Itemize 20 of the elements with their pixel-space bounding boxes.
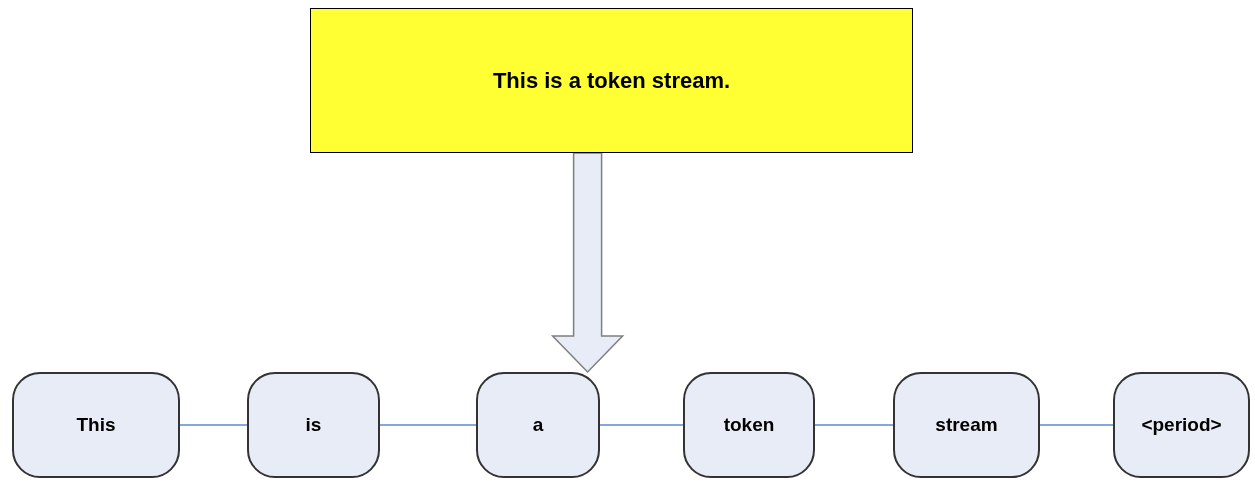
connector-line bbox=[1039, 424, 1114, 426]
node-text: is bbox=[305, 412, 322, 437]
node-text: This bbox=[76, 412, 116, 437]
node-text: This is a token stream. bbox=[492, 67, 731, 95]
connector-line bbox=[179, 424, 248, 426]
node-text: stream bbox=[935, 412, 998, 437]
token-box bbox=[247, 372, 380, 478]
connector-line bbox=[599, 424, 684, 426]
node-text: <period> bbox=[1141, 412, 1222, 437]
connector-line bbox=[814, 424, 894, 426]
token-box bbox=[12, 372, 180, 478]
connector-line bbox=[379, 424, 477, 426]
sentence-box bbox=[310, 8, 913, 153]
token-box bbox=[1113, 372, 1250, 478]
token-box bbox=[683, 372, 815, 478]
block-arrow bbox=[550, 152, 625, 374]
node-text: token bbox=[723, 412, 775, 437]
token-box bbox=[893, 372, 1040, 478]
token-box bbox=[476, 372, 600, 478]
node-text: a bbox=[532, 412, 544, 437]
